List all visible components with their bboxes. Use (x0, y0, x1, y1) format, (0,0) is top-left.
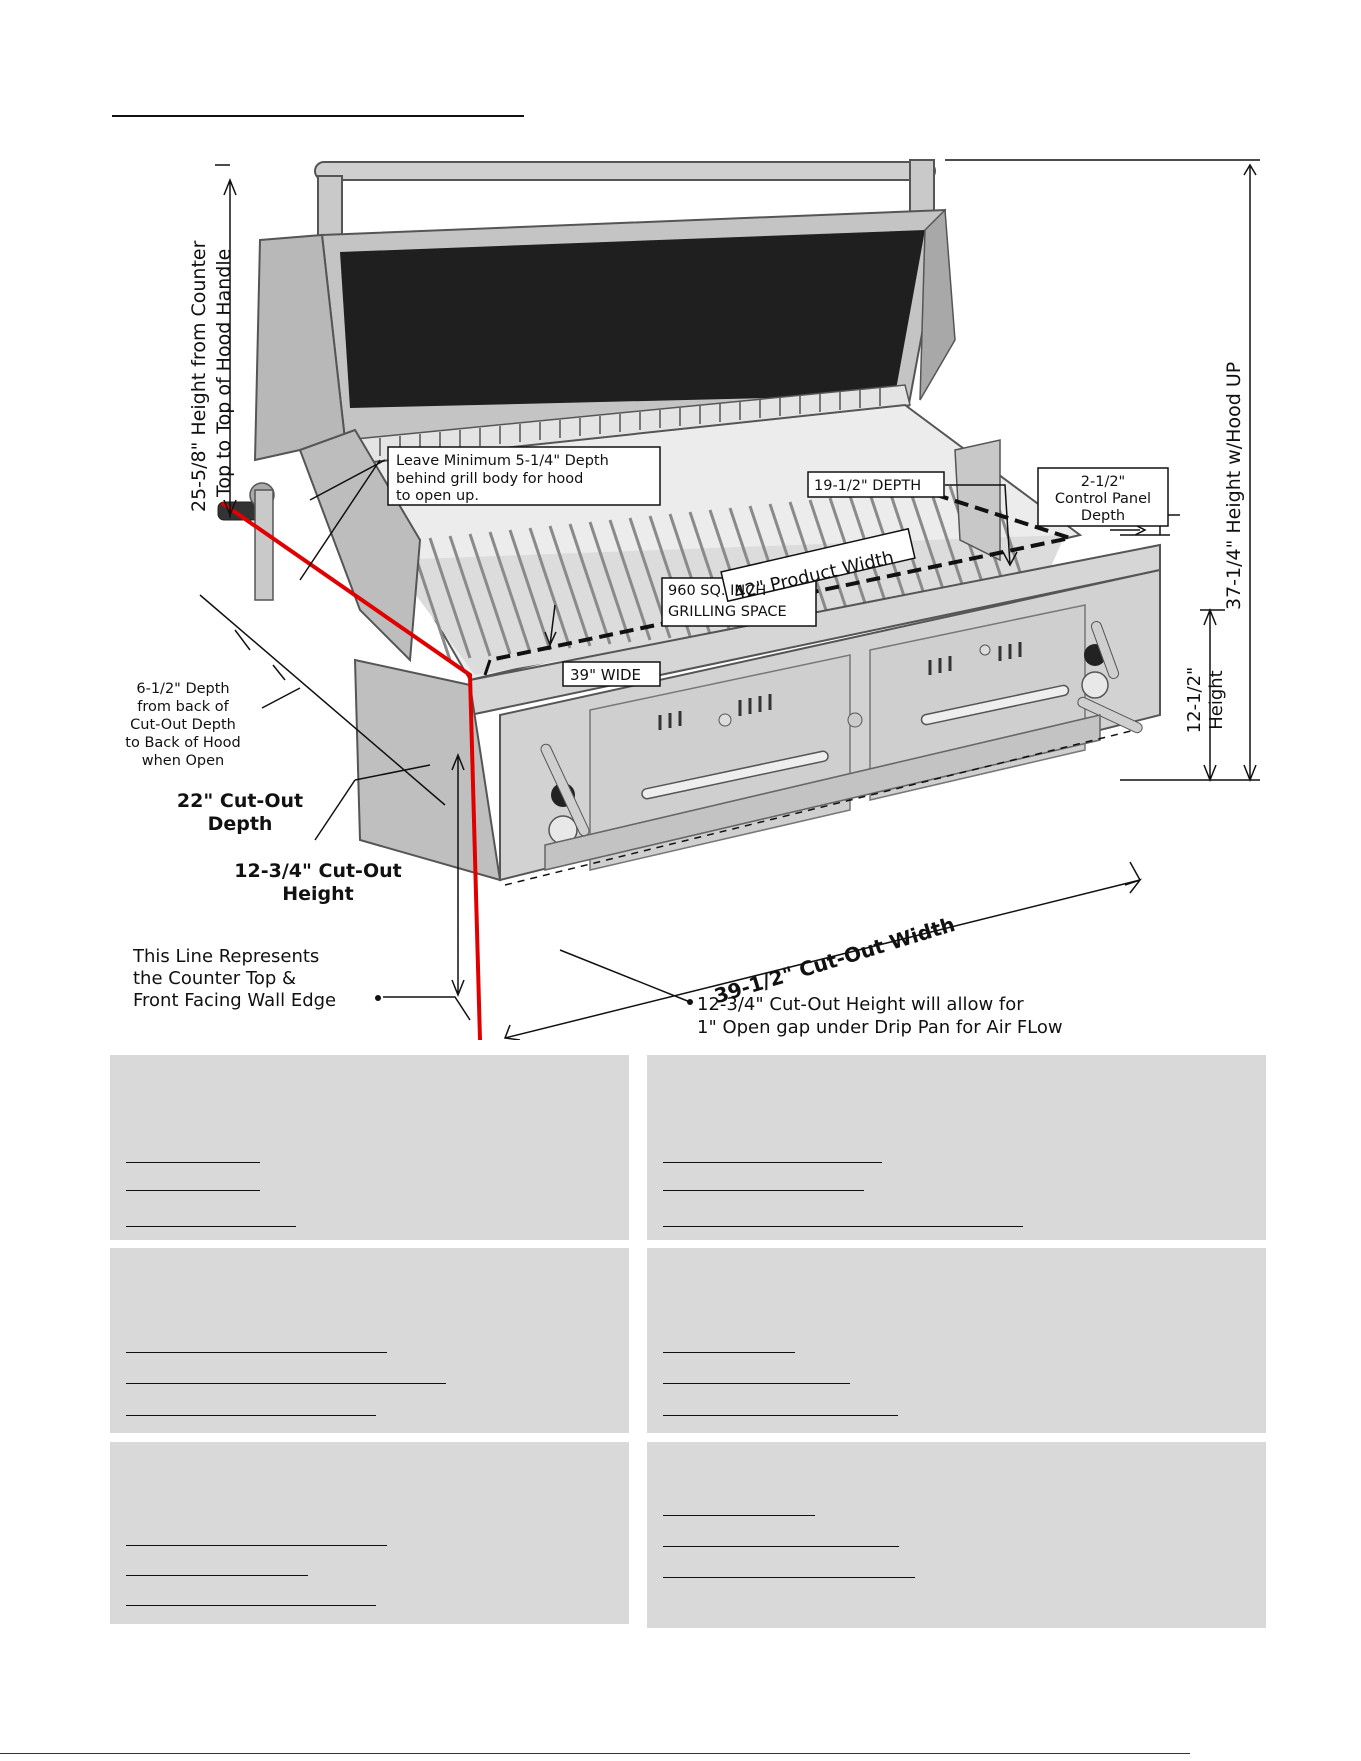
blank-line (663, 1190, 864, 1191)
height-12-line-1: 12-1/2" (1184, 667, 1205, 734)
gap-line-1: 12-3/4" Cut-Out Height will allow for (697, 994, 1024, 1015)
left-side-bracket (298, 428, 422, 663)
back-depth-line-4: to Back of Hood (125, 735, 240, 751)
blank-line (126, 1545, 387, 1546)
blank-line (126, 1383, 446, 1384)
gap-bullet (687, 999, 693, 1005)
height-hood-up-label: 37-1/4" Height w/Hood UP (1223, 362, 1245, 610)
cutout-depth-line-2: Depth (208, 813, 273, 835)
control-panel-label-1: 2-1/2" (1081, 474, 1125, 490)
counter-line-bullet (375, 995, 381, 1001)
info-panel-4 (647, 1248, 1266, 1433)
blank-line (663, 1162, 882, 1163)
leave-minimum-line-2: behind grill body for hood (396, 471, 583, 487)
wide-39-box (562, 661, 661, 687)
leave-minimum-line-1: Leave Minimum 5-1/4" Depth (396, 453, 609, 469)
blank-line (663, 1577, 915, 1578)
back-depth-line-2: from back of (137, 699, 229, 715)
blank-line (126, 1575, 308, 1576)
info-panel-2 (647, 1055, 1266, 1240)
info-panel-3 (110, 1248, 629, 1433)
cut-out-width-guide (504, 729, 1136, 886)
footer-rule (0, 1753, 1190, 1754)
cutout-depth-line-1: 22" Cut-Out (177, 790, 303, 812)
wide-39-label: 39" WIDE (570, 666, 641, 684)
grill-corner-tick (483, 659, 492, 676)
blank-line (663, 1515, 815, 1516)
counter-line-3: Front Facing Wall Edge (133, 990, 336, 1011)
blank-line (663, 1383, 850, 1384)
blank-line (126, 1226, 296, 1227)
cutout-height-line-2: Height (282, 883, 354, 905)
blank-line (126, 1352, 387, 1353)
height-from-counter-label-2: Top to Top of Hood Handle (213, 249, 235, 498)
gap-line-2: 1" Open gap under Drip Pan for Air FLow (697, 1017, 1063, 1038)
info-panel-6 (647, 1442, 1266, 1628)
title-underline (112, 115, 524, 117)
leave-minimum-box (387, 446, 661, 506)
open-hood (253, 208, 956, 462)
leave-minimum-line-3: to open up. (396, 488, 479, 504)
blank-line (126, 1605, 376, 1606)
control-panel-box (1037, 467, 1169, 527)
product-width-box (720, 527, 916, 603)
blank-line (126, 1190, 260, 1191)
rotisserie-knob (217, 482, 275, 601)
blank-line (663, 1226, 1023, 1227)
back-depth-line-5: when Open (142, 753, 225, 769)
depth-19-box (807, 471, 945, 498)
counter-top-line (220, 501, 482, 1040)
back-depth-line-1: 6-1/2" Depth (136, 681, 229, 697)
control-panel-label-3: Depth (1081, 508, 1125, 524)
height-from-counter-label: 25-5/8" Height from Counter (188, 240, 210, 512)
blank-line (126, 1415, 376, 1416)
blank-line (663, 1415, 898, 1416)
cutout-height-line-1: 12-3/4" Cut-Out (234, 860, 401, 882)
blank-line (126, 1162, 260, 1163)
blank-line (663, 1352, 795, 1353)
right-side-bracket (954, 439, 1001, 562)
control-panel-label-2: Control Panel (1055, 491, 1151, 507)
grilling-space-line-2: GRILLING SPACE (668, 604, 787, 620)
info-panel-5 (110, 1442, 629, 1624)
back-depth-line-3: Cut-Out Depth (130, 717, 236, 733)
grilling-space-line-1: 960 SQ. INCH (668, 583, 766, 599)
depth-19-label: 19-1/2" DEPTH (814, 478, 921, 494)
grill-dimension-diagram: 25-5/8" Height from Counter Top to Top o… (125, 159, 1260, 1040)
counter-line-1: This Line Represents (132, 946, 319, 967)
blank-line (663, 1546, 899, 1547)
counter-line-2: the Counter Top & (133, 968, 296, 989)
height-12-line-2: Height (1206, 670, 1227, 730)
info-panel-1 (110, 1055, 629, 1240)
